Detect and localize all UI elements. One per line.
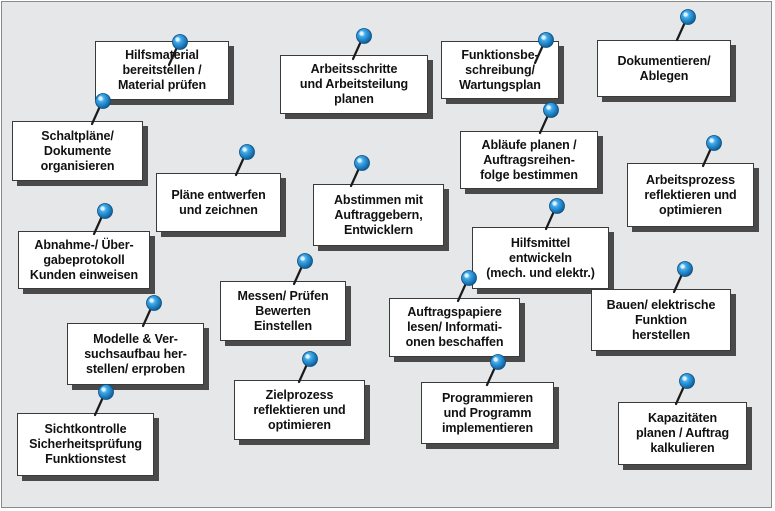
card-modelle: Modelle & Ver- suchsaufbau her- stellen/… — [67, 323, 204, 385]
card-text: Hilfsmittel entwickeln (mech. und elektr… — [486, 235, 595, 280]
card-text: Abläufe planen / Auftragsreihen- folge b… — [480, 137, 578, 182]
card-programmieren: Programmieren und Programm implementiere… — [421, 382, 554, 444]
card-abstimmen: Abstimmen mit Auftraggebern, Entwicklern — [313, 184, 444, 246]
card-abnahme: Abnahme-/ Über- gabeprotokoll Kunden ein… — [18, 231, 150, 289]
card-text: Arbeitsschritte und Arbeitsteilung plane… — [299, 62, 409, 106]
card-text: Funktionsbe- schreibung/ Wartungsplan — [459, 47, 541, 92]
card-text: Auftragspapiere lesen/ Informati- onen b… — [405, 305, 504, 349]
card-text: Pläne entwerfen und zeichnen — [171, 187, 266, 217]
card-text: Schaltpläne/ Dokumente organisieren — [40, 128, 115, 173]
card-text: Messen/ Prüfen Bewerten Einstellen — [237, 288, 329, 333]
card-text: Abstimmen mit Auftraggebern, Entwicklern — [334, 192, 423, 237]
card-auftragspapiere: Auftragspapiere lesen/ Informati- onen b… — [389, 298, 520, 357]
card-bauen: Bauen/ elektrische Funktion herstellen — [591, 289, 731, 351]
card-ablaeufe: Abläufe planen / Auftragsreihen- folge b… — [460, 131, 598, 189]
card-arbeitsschritte: Arbeitsschritte und Arbeitsteilung plane… — [280, 55, 428, 114]
card-hilfsmittel: Hilfsmittel entwickeln (mech. und elektr… — [472, 227, 609, 289]
card-schaltplaene: Schaltpläne/ Dokumente organisieren — [12, 121, 143, 181]
card-funktionsbeschreibung: Funktionsbe- schreibung/ Wartungsplan — [441, 41, 559, 99]
card-text: Abnahme-/ Über- gabeprotokoll Kunden ein… — [29, 237, 139, 282]
card-kapazitaeten: Kapazitäten planen / Auftrag kalkulieren — [618, 402, 747, 465]
card-text: Sichtkontrolle Sicherheitsprüfung Funkti… — [29, 422, 142, 466]
card-sichtkontrolle: Sichtkontrolle Sicherheitsprüfung Funkti… — [17, 413, 154, 476]
card-zielprozess: Zielprozess reflektieren und optimieren — [234, 380, 365, 440]
card-plaene: Pläne entwerfen und zeichnen — [156, 173, 281, 232]
card-text: Modelle & Ver- suchsaufbau her- stellen/… — [84, 331, 187, 376]
card-arbeitsprozess: Arbeitsprozess reflektieren und optimier… — [627, 163, 754, 227]
card-text: Kapazitäten planen / Auftrag kalkulieren — [635, 411, 730, 455]
card-text: Zielprozess reflektieren und optimieren — [253, 387, 346, 432]
card-text: Hilfsmaterial bereitstellen / Material p… — [117, 48, 207, 92]
card-messen: Messen/ Prüfen Bewerten Einstellen — [220, 281, 346, 341]
card-text: Arbeitsprozess reflektieren und optimier… — [644, 172, 737, 217]
card-text: Bauen/ elektrische Funktion herstellen — [606, 297, 716, 342]
card-text: Dokumentieren/ Ablegen — [617, 53, 711, 83]
card-text: Programmieren und Programm implementiere… — [441, 390, 534, 435]
card-hilfsmaterial: Hilfsmaterial bereitstellen / Material p… — [95, 41, 229, 100]
card-dokumentieren: Dokumentieren/ Ablegen — [597, 40, 731, 97]
